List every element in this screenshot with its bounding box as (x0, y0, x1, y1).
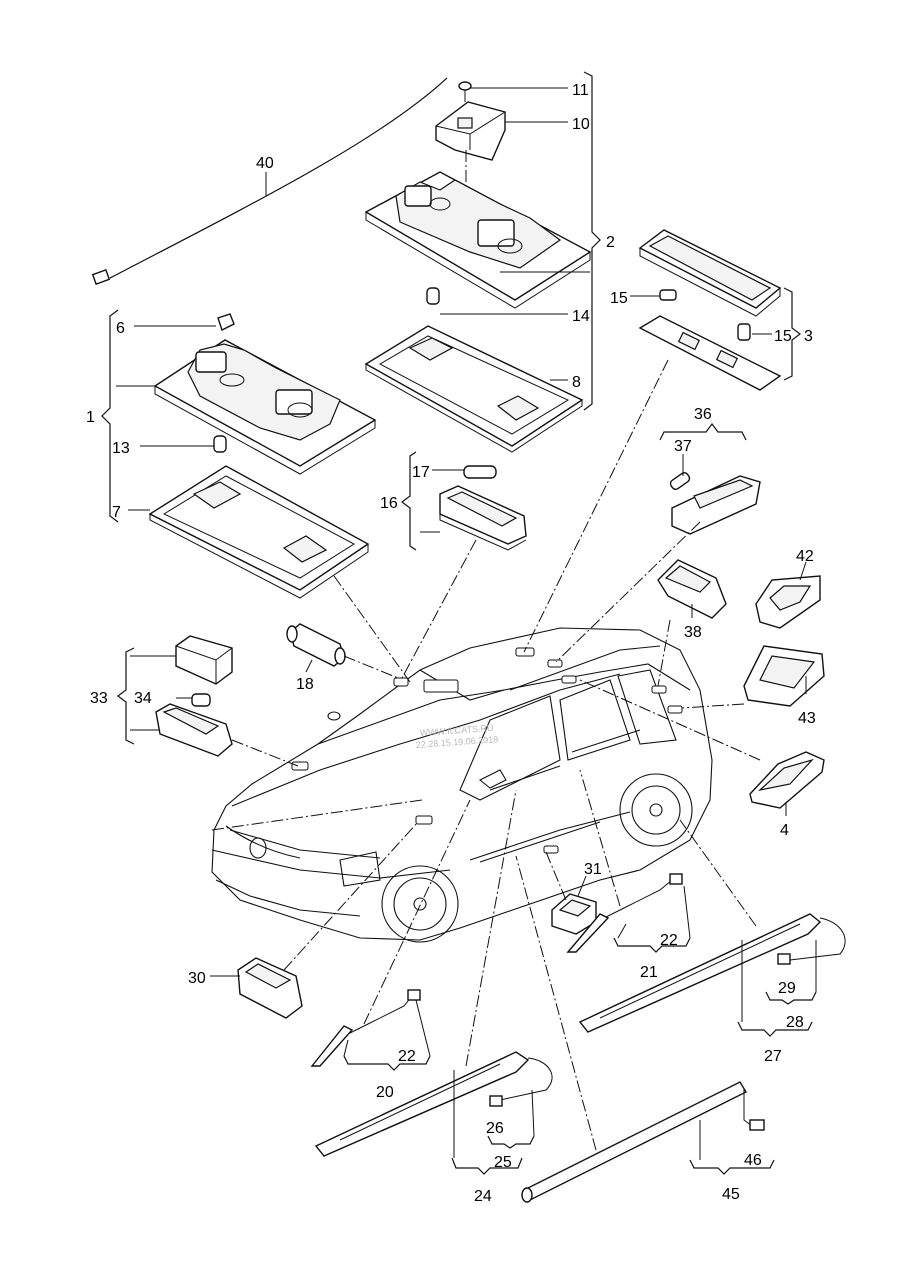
callout-7: 7 (112, 504, 121, 521)
callout-1: 1 (86, 409, 95, 426)
part-11-screw (458, 81, 472, 102)
callout-33: 33 (90, 690, 108, 707)
callout-28: 28 (786, 1014, 804, 1031)
part-14-bulb (426, 287, 440, 305)
part-33-module (175, 635, 233, 685)
callout-2: 2 (606, 234, 615, 251)
leader-lines (116, 87, 807, 1151)
callout-14: 14 (572, 308, 590, 325)
callout-16: 16 (380, 495, 398, 512)
part-8-trim (364, 325, 584, 453)
part-18-lamp (286, 623, 346, 667)
part-3-rear-lamp (638, 229, 782, 391)
part-7-trim (148, 465, 370, 599)
part-46-connector (743, 1088, 765, 1131)
part-31-lamp (551, 893, 597, 935)
callout-29: 29 (778, 980, 796, 997)
part-45-strip (521, 1081, 747, 1203)
callout-30: 30 (188, 970, 206, 987)
callout-21: 21 (640, 964, 658, 981)
callout-31: 31 (584, 861, 602, 878)
part-21-wire (566, 873, 683, 953)
part-16-lamp (439, 485, 527, 551)
part-43-lamp (743, 645, 825, 707)
vehicle-outline (211, 627, 713, 943)
callout-labels: 11 10 40 2 14 8 6 1 13 7 15 15 3 17 16 3… (86, 82, 816, 1205)
callout-22-left: 22 (398, 1048, 416, 1065)
part-37-bulb (669, 472, 691, 490)
callout-36: 36 (694, 406, 712, 423)
callout-8: 8 (572, 374, 581, 391)
callout-46: 46 (744, 1152, 762, 1169)
part-42-lens (755, 575, 821, 629)
part-38-lamp (657, 559, 727, 619)
callout-13: 13 (112, 440, 130, 457)
part-15-bulbs (659, 289, 751, 341)
callout-34: 34 (134, 690, 152, 707)
callout-24: 24 (474, 1188, 492, 1205)
callout-4: 4 (780, 822, 789, 839)
callout-3: 3 (804, 328, 813, 345)
part-30-lamp (237, 957, 303, 1019)
part-33-lamp (155, 703, 233, 757)
part-10-switch (435, 101, 506, 161)
callout-15-right: 15 (774, 328, 792, 345)
callout-11: 11 (572, 82, 589, 99)
part-1-console (153, 339, 377, 475)
brackets (101, 71, 817, 1175)
callout-38: 38 (684, 624, 702, 641)
callout-22-right: 22 (660, 932, 678, 949)
callout-43: 43 (798, 710, 816, 727)
part-4-lamp (749, 751, 825, 809)
part-26-pigtail (489, 1057, 553, 1107)
callout-15-left: 15 (610, 290, 628, 307)
callout-17: 17 (412, 464, 430, 481)
part-24-strip (314, 1051, 530, 1157)
callout-42: 42 (796, 548, 814, 565)
callout-45: 45 (722, 1186, 740, 1203)
part-34-bulb (191, 693, 211, 707)
callout-27: 27 (764, 1048, 782, 1065)
callout-37: 37 (674, 438, 692, 455)
part-13-bulb (213, 435, 227, 453)
part-20-wire (310, 989, 421, 1067)
part-36-lamp (671, 475, 761, 535)
callout-18: 18 (296, 676, 314, 693)
vehicle-lamp-markers (291, 647, 683, 854)
part-6-clip (217, 313, 235, 331)
callout-6: 6 (116, 320, 125, 337)
part-29-pigtail (777, 917, 846, 965)
part-40-cable (91, 77, 448, 285)
callout-10: 10 (572, 116, 590, 133)
part-17-festoon-bulb (463, 465, 497, 479)
callout-26: 26 (486, 1120, 504, 1137)
part-27-strip (578, 913, 822, 1033)
part-2-console (364, 171, 592, 309)
callout-20: 20 (376, 1084, 394, 1101)
callout-40: 40 (256, 155, 274, 172)
callout-25: 25 (494, 1154, 512, 1171)
